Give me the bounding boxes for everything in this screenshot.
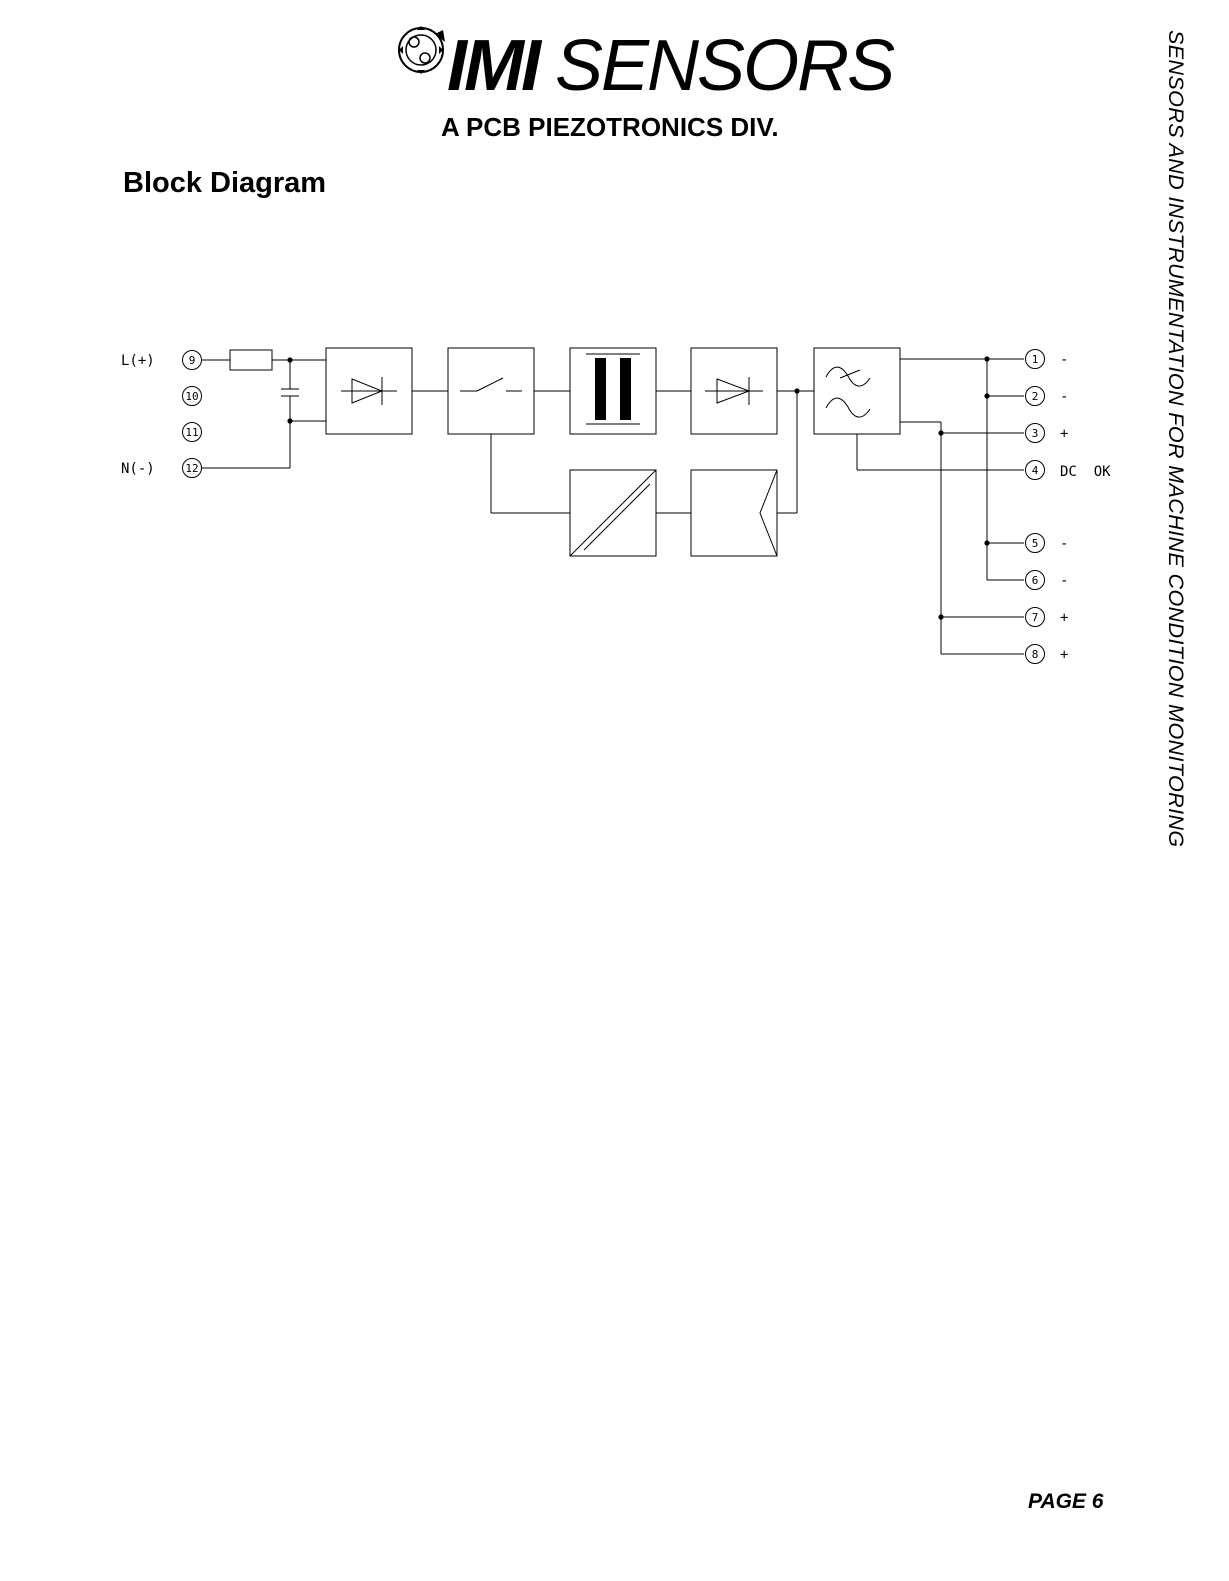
diagram-wiring <box>201 348 1024 654</box>
transformer-block <box>570 348 656 434</box>
polarity-7: + <box>1060 610 1068 626</box>
polarity-6: - <box>1060 573 1068 589</box>
polarity-3: + <box>1060 426 1068 442</box>
input-terminal-numbers: 9 10 11 12 <box>185 354 198 475</box>
polarity-4-dc-ok: DC OK <box>1060 464 1111 480</box>
input-terminal-12: 12 <box>185 462 198 475</box>
input-terminal-circles <box>183 351 202 478</box>
output-terminal-3: 3 <box>1032 427 1039 440</box>
output-terminal-6: 6 <box>1032 574 1039 587</box>
input-terminal-10: 10 <box>185 390 198 403</box>
fuse-box <box>230 350 272 370</box>
output-terminal-7: 7 <box>1032 611 1039 624</box>
input-terminal-9: 9 <box>189 354 196 367</box>
output-terminal-8: 8 <box>1032 648 1039 661</box>
polarity-8: + <box>1060 647 1068 663</box>
page-number: PAGE 6 <box>1028 1490 1103 1514</box>
polarity-1: - <box>1060 352 1068 368</box>
input-label-n: N(-) <box>121 461 155 477</box>
output-polarity-labels: - - + DC OK - - + + <box>1060 352 1111 663</box>
polarity-2: - <box>1060 389 1068 405</box>
transformer-core-left <box>595 358 606 420</box>
output-terminal-2: 2 <box>1032 390 1039 403</box>
input-terminal-11: 11 <box>185 426 198 439</box>
output-terminal-4: 4 <box>1032 464 1039 477</box>
input-label-l: L(+) <box>121 353 155 369</box>
transformer-core-right <box>620 358 631 420</box>
filter-block <box>814 348 900 434</box>
regulator-block <box>691 470 777 556</box>
output-terminal-5: 5 <box>1032 537 1039 550</box>
output-terminal-1: 1 <box>1032 353 1039 366</box>
output-terminal-numbers: 1 2 3 4 5 6 7 8 <box>1032 353 1039 661</box>
polarity-5: - <box>1060 536 1068 552</box>
